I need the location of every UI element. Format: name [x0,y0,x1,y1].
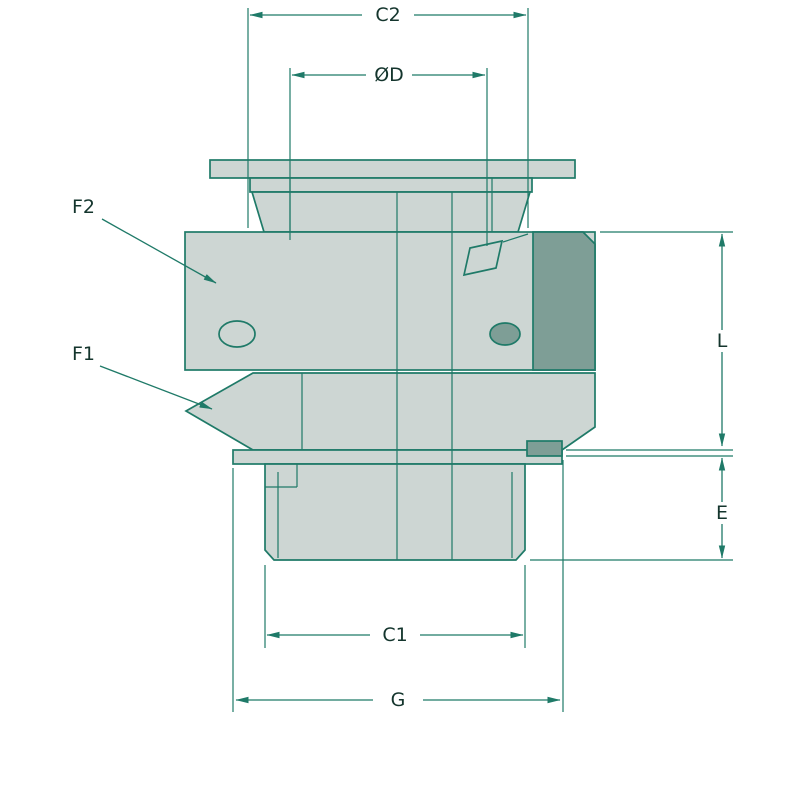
dim-label-od: ØD [374,64,404,86]
extension-lines [232,8,733,712]
flange-step [249,177,533,193]
fitting-body [184,159,596,561]
thread-detail [462,239,504,277]
dim-label-g: G [391,689,406,711]
dimension-labels: C2 ØD F2 F1 L E C1 G [72,4,728,711]
dim-label-l: L [717,330,728,352]
top-flange [209,159,576,179]
nut-f2-shaded-face [532,231,596,371]
leader-f1 [99,365,213,410]
hex-facet-ellipse-right [489,322,521,346]
part-label-f1: F1 [72,343,95,365]
dim-label-c1: C1 [382,624,407,646]
neck [250,191,532,233]
retaining-tab [526,440,563,457]
dim-label-e: E [716,502,728,524]
dimension-lines [99,11,726,704]
part-label-f2: F2 [72,196,95,218]
thread-lead-line [502,233,529,243]
nut-f1-body [184,372,596,451]
threaded-stud [264,463,526,561]
nut-f2-body [184,231,596,371]
dim-label-c2: C2 [375,4,400,26]
leader-f2 [101,218,217,284]
hex-facet-ellipse-left [218,320,256,348]
